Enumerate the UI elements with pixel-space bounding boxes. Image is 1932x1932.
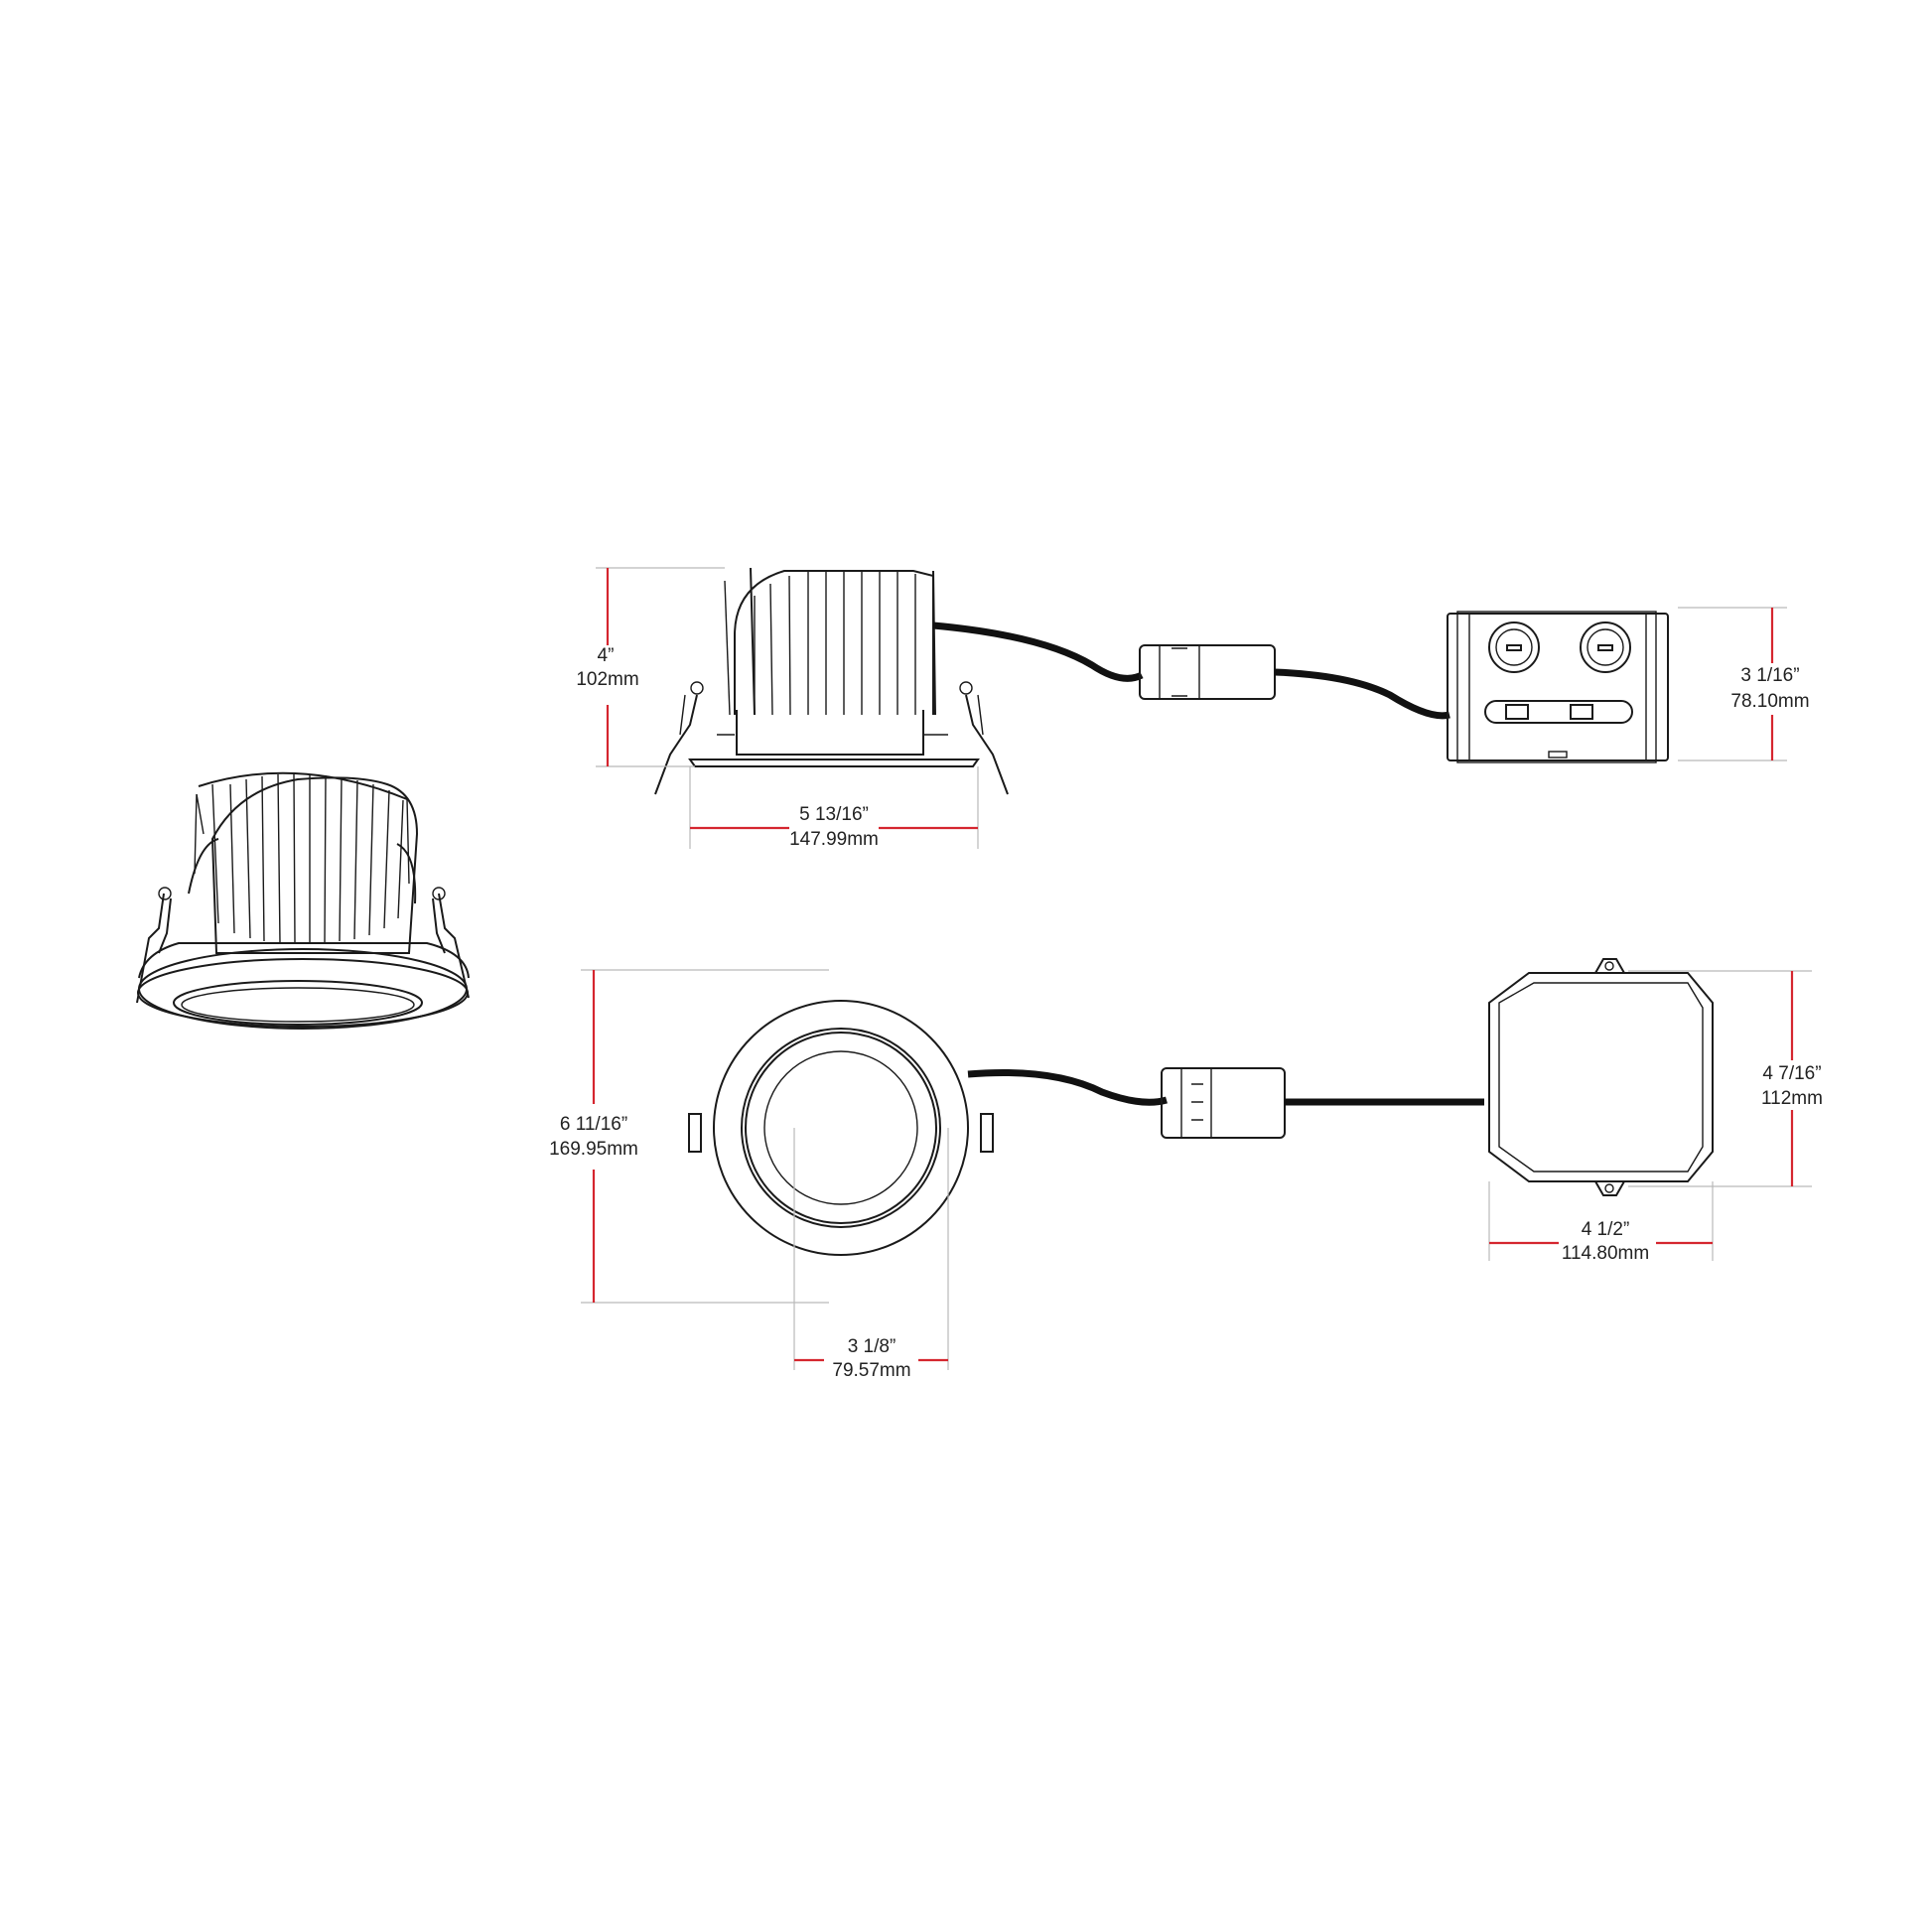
dim-junction-box-width-metric: 114.80mm — [1562, 1243, 1649, 1264]
perspective-springs — [136, 887, 470, 1004]
dim-junction-box-height-imperial: 3 1/16” — [1740, 665, 1799, 686]
dim-side-width: 5 13/16” 147.99mm — [689, 766, 979, 850]
dim-junction-box-depth: 4 7/16” 112mm — [1628, 970, 1823, 1187]
side-heatsink — [717, 567, 948, 756]
perspective-heatsink — [188, 771, 419, 954]
dim-side-height-metric: 102mm — [576, 669, 638, 690]
dim-junction-box-width: 4 1/2” 114.80mm — [1488, 1181, 1714, 1264]
perspective-view — [136, 771, 470, 1030]
dim-trim-diameter-imperial: 6 11/16” — [560, 1114, 627, 1135]
side-view — [654, 567, 1669, 795]
dim-trim-diameter: 6 11/16” 169.95mm — [549, 969, 829, 1304]
dim-aperture: 3 1/8” 79.57mm — [793, 1128, 949, 1381]
dim-trim-diameter-metric: 169.95mm — [549, 1139, 638, 1160]
dim-side-height-imperial: 4” — [598, 645, 615, 666]
dim-side-height: 4” 102mm — [576, 567, 725, 767]
top-cable — [967, 1069, 1168, 1106]
side-connector — [1139, 644, 1276, 700]
dim-aperture-imperial: 3 1/8” — [848, 1336, 897, 1357]
side-cable-2 — [1274, 668, 1450, 720]
dim-junction-box-depth-metric: 112mm — [1761, 1088, 1823, 1109]
top-connector — [1161, 1067, 1286, 1139]
dim-side-width-metric: 147.99mm — [789, 829, 879, 850]
top-trim — [713, 1000, 969, 1256]
side-cable — [932, 621, 1144, 682]
side-junction-box — [1447, 611, 1669, 763]
dim-junction-box-height: 3 1/16” 78.10mm — [1678, 607, 1810, 761]
dim-side-width-imperial: 5 13/16” — [799, 804, 869, 825]
top-junction-box — [1488, 958, 1714, 1196]
dim-junction-box-height-metric: 78.10mm — [1730, 691, 1809, 712]
perspective-trim — [137, 942, 470, 1030]
top-view — [688, 958, 1714, 1256]
side-trim — [688, 759, 980, 767]
top-springs — [688, 1113, 994, 1153]
dim-junction-box-width-imperial: 4 1/2” — [1582, 1219, 1630, 1240]
dim-aperture-metric: 79.57mm — [832, 1360, 910, 1381]
side-springs — [654, 681, 1009, 795]
dim-junction-box-depth-imperial: 4 7/16” — [1762, 1063, 1821, 1084]
